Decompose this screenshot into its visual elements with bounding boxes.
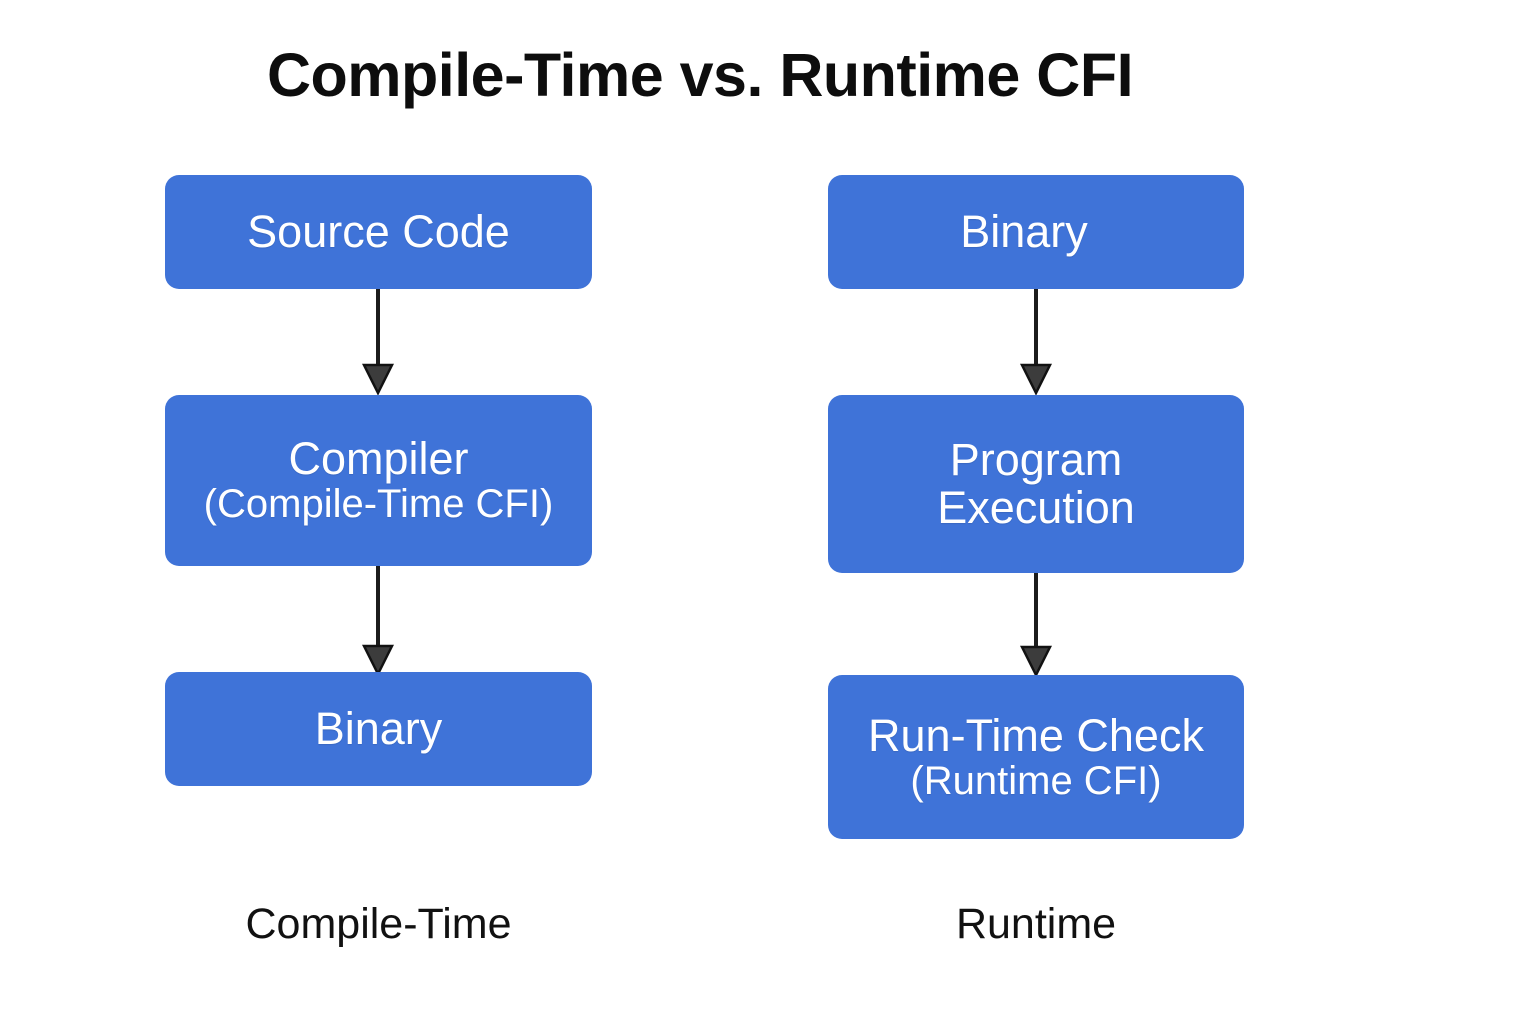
node-binary-runtime[interactable]: Binary [828, 175, 1244, 289]
node-binary-compile-time[interactable]: Binary [165, 672, 592, 786]
column-caption-runtime: Runtime [955, 900, 1117, 948]
node-program-execution-sublabel: Execution [937, 482, 1135, 533]
node-compiler[interactable]: Compiler (Compile-Time CFI) [165, 395, 592, 566]
arrow-compiler-to-binary [362, 566, 394, 676]
page-title: Compile-Time vs. Runtime CFI [266, 41, 1134, 109]
node-source-code-label: Source Code [247, 206, 510, 258]
node-program-execution-label: Program [949, 434, 1123, 486]
node-compiler-sublabel: (Compile-Time CFI) [203, 482, 554, 527]
node-binary-compile-time-label: Binary [314, 703, 443, 755]
node-run-time-check[interactable]: Run-Time Check (Runtime CFI) [828, 675, 1244, 839]
column-caption-compile-time: Compile-Time [245, 900, 512, 948]
arrow-binary-to-program-execution [1020, 289, 1052, 395]
node-binary-runtime-label: Binary [960, 206, 1088, 258]
node-compiler-label: Compiler [288, 433, 469, 485]
node-source-code[interactable]: Source Code [165, 175, 592, 289]
arrow-program-execution-to-run-time-check [1020, 573, 1052, 677]
node-run-time-check-label: Run-Time Check [868, 709, 1204, 761]
node-run-time-check-sublabel: (Runtime CFI) [910, 758, 1162, 803]
node-program-execution[interactable]: Program Execution [828, 395, 1244, 573]
arrow-source-code-to-compiler [362, 289, 394, 395]
